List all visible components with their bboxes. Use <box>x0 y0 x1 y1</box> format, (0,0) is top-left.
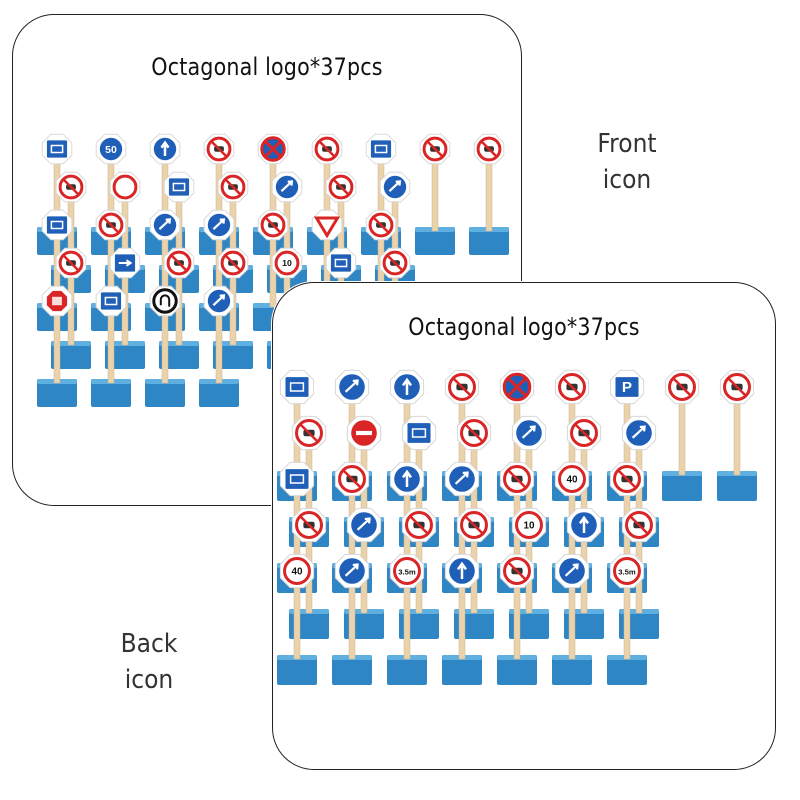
traffic-sign <box>442 553 482 685</box>
svg-text:40: 40 <box>291 567 303 578</box>
svg-text:3.5m: 3.5m <box>618 568 636 577</box>
back-panel: P 40 10 40 3.5m 3.5m Octagonal logo*37pcs <box>272 282 776 770</box>
front-icon-label: Front icon <box>587 126 668 198</box>
traffic-sign <box>552 553 592 685</box>
traffic-sign <box>415 133 455 255</box>
back-icon-label: Back icon <box>109 626 190 698</box>
traffic-sign <box>37 285 77 407</box>
svg-text:50: 50 <box>105 144 117 156</box>
back-panel-title: Octagonal logo*37pcs <box>408 313 640 341</box>
front-icon-label-text: Front icon <box>597 129 657 195</box>
traffic-sign <box>213 247 253 369</box>
back-signs-scene: P 40 10 40 3.5m 3.5m <box>277 369 757 685</box>
front-panel: 50 10 Octagonal logo*37pcs <box>12 14 522 506</box>
traffic-sign <box>199 285 239 407</box>
traffic-sign: 3.5m <box>387 553 427 685</box>
traffic-sign: 40 <box>277 553 317 685</box>
svg-text:10: 10 <box>523 521 535 532</box>
traffic-sign: 3.5m <box>607 553 647 685</box>
traffic-sign <box>145 285 185 407</box>
traffic-sign <box>454 507 494 639</box>
traffic-sign <box>105 247 145 369</box>
traffic-sign <box>662 369 702 501</box>
traffic-sign <box>469 133 509 255</box>
svg-text:10: 10 <box>282 258 292 268</box>
svg-text:40: 40 <box>566 475 578 486</box>
front-panel-title: Octagonal logo*37pcs <box>151 53 383 81</box>
traffic-sign <box>497 553 537 685</box>
back-icon-label-text: Back icon <box>120 629 178 695</box>
svg-text:3.5m: 3.5m <box>398 568 416 577</box>
traffic-sign <box>91 285 131 407</box>
traffic-sign <box>332 553 372 685</box>
front-signs-scene: 50 10 <box>37 133 509 407</box>
svg-text:P: P <box>622 379 632 396</box>
traffic-sign <box>717 369 757 501</box>
